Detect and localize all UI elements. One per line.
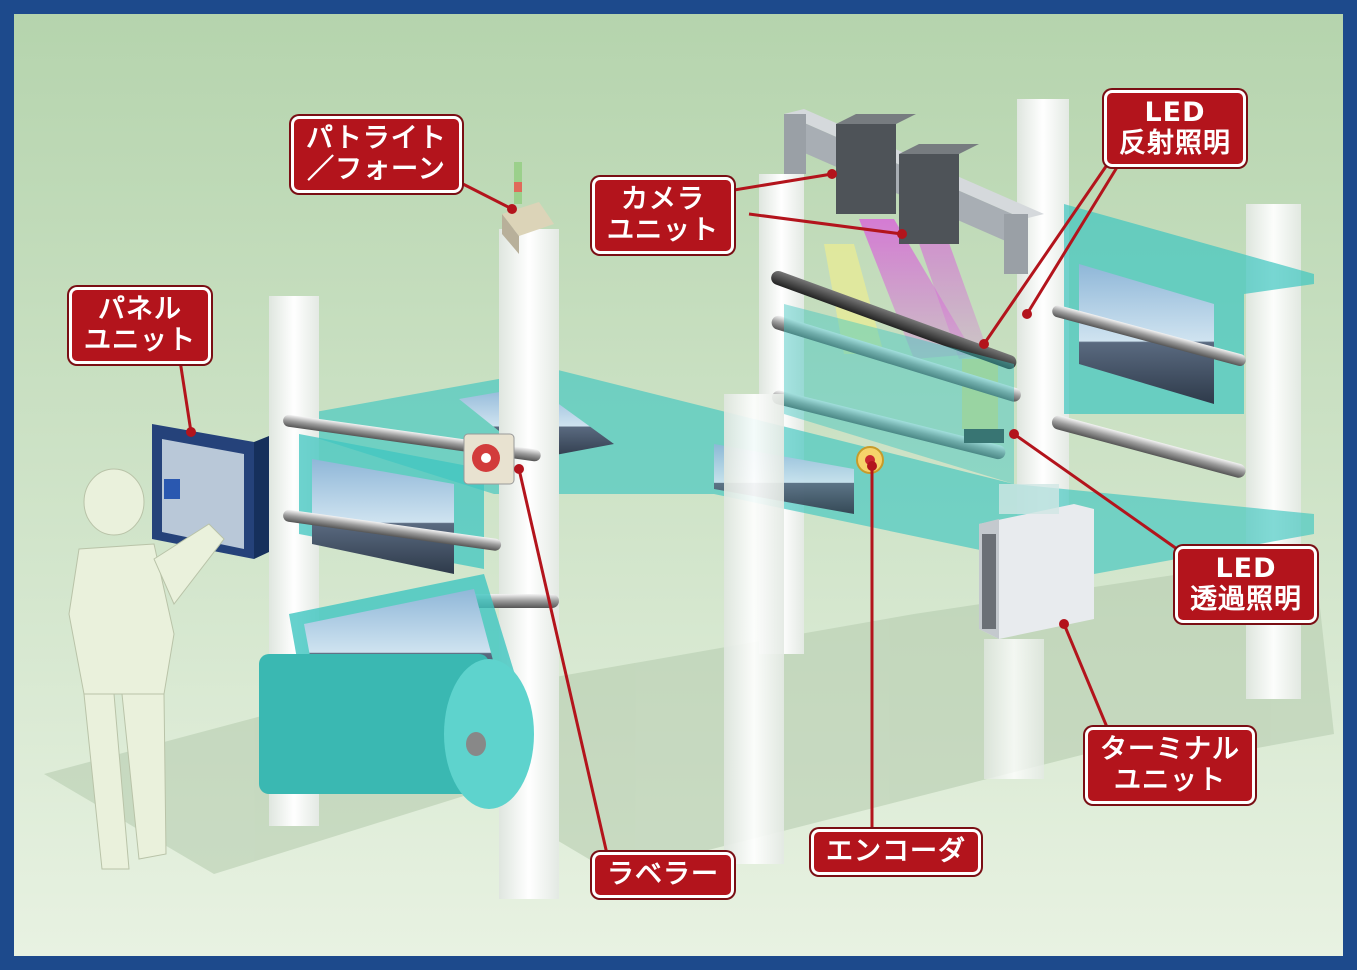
- left-structure: [269, 229, 784, 899]
- camera-units: [836, 114, 979, 244]
- label-camera-unit: カメラ ユニット: [592, 177, 734, 254]
- label-patlite-horn: パトライト ／フォーン: [291, 116, 462, 193]
- label-encoder-line1: エンコーダ: [826, 836, 966, 867]
- label-encoder: エンコーダ: [811, 829, 981, 875]
- label-led-reflect-line2: 反射照明: [1119, 128, 1231, 159]
- label-led-reflect: LED 反射照明: [1104, 90, 1246, 167]
- label-led-transmit-line1: LED: [1215, 553, 1277, 584]
- label-panel-line1: パネル: [98, 294, 182, 325]
- label-terminal-unit: ターミナル ユニット: [1085, 727, 1255, 804]
- film-roll: [259, 574, 534, 809]
- label-labeler-line1: ラベラー: [607, 859, 719, 890]
- label-led-transmit-line2: 透過照明: [1190, 584, 1302, 615]
- diagram-frame: パトライト ／フォーン カメラ ユニット LED 反射照明 パネル ユニット L…: [14, 14, 1343, 956]
- label-panel-line2: ユニット: [84, 325, 196, 356]
- operator-figure: [68, 468, 225, 870]
- label-patlite-line2: ／フォーン: [307, 154, 446, 185]
- label-camera-line2: ユニット: [607, 215, 719, 246]
- rear-rollers: [771, 270, 1246, 478]
- label-panel-unit: パネル ユニット: [69, 287, 211, 364]
- panel-unit-device: [152, 424, 269, 559]
- terminal-unit-box: [979, 484, 1094, 779]
- labeler-device: [463, 433, 515, 485]
- label-labeler: ラベラー: [592, 852, 734, 898]
- label-led-reflect-line1: LED: [1144, 97, 1206, 128]
- label-patlite-line1: パトライト: [306, 123, 447, 154]
- label-camera-line1: カメラ: [621, 184, 705, 215]
- label-terminal-line2: ユニット: [1114, 765, 1226, 796]
- leader-endpoints: [186, 169, 1069, 629]
- label-led-transmit: LED 透過照明: [1175, 546, 1317, 623]
- leader-lines: [177, 161, 1178, 855]
- label-terminal-line1: ターミナル: [1100, 734, 1240, 765]
